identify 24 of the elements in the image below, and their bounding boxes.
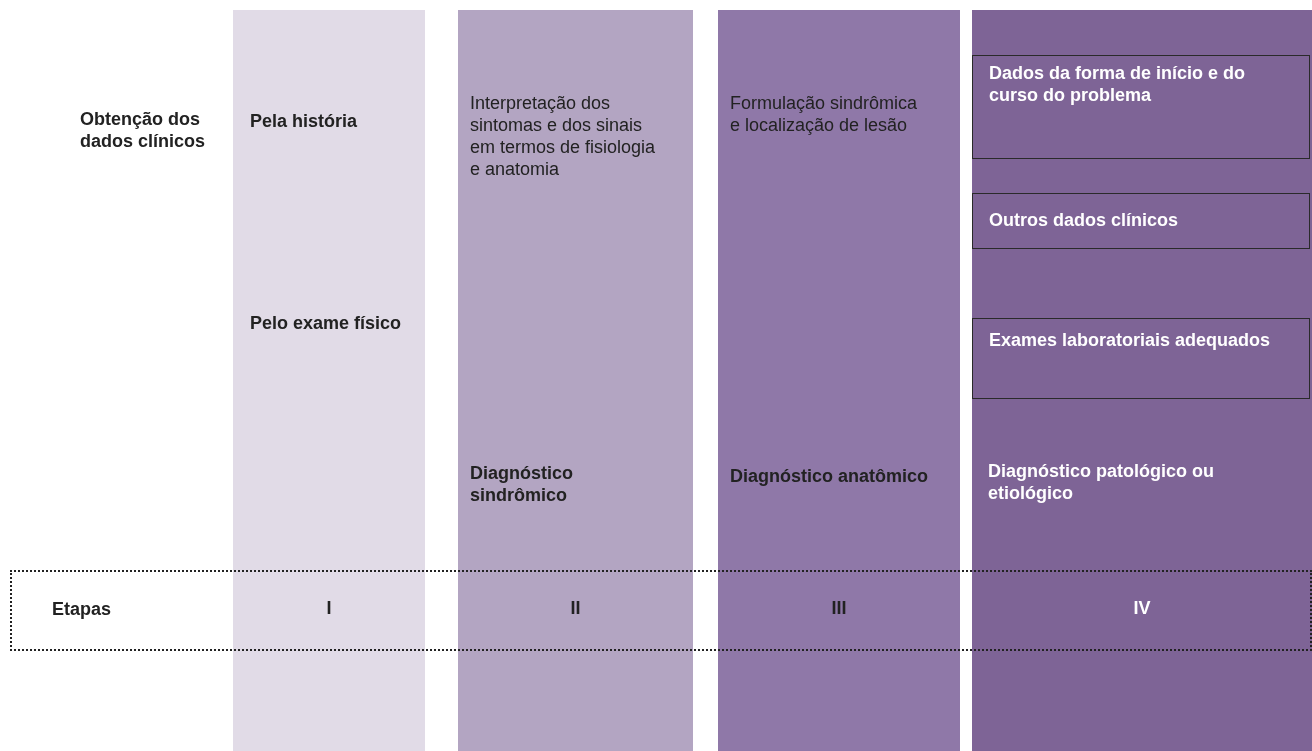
box-text: Dados da forma de início e do curso do problema xyxy=(989,62,1247,106)
info-box xyxy=(972,55,1310,159)
stages-row-frame xyxy=(10,570,1312,651)
stage-column xyxy=(233,10,425,751)
description-text: Formulação sindrômica e localização de lesão xyxy=(730,92,919,136)
stage-column xyxy=(972,10,1312,751)
finding-text: Pelo exame físico xyxy=(250,312,403,334)
description-text: Interpretação dos sintomas e dos sinais em termos de fisiologia e anatomia xyxy=(470,92,657,180)
stage-number: II xyxy=(569,597,582,619)
stage-number: I xyxy=(325,597,333,619)
stage-column xyxy=(458,10,693,751)
stage-number: III xyxy=(830,597,848,619)
diagnosis-text: Diagnóstico anatômico xyxy=(730,465,930,487)
box-text: Exames laboratoriais adequados xyxy=(989,329,1272,351)
info-box xyxy=(972,193,1310,249)
finding-text: Pela história xyxy=(250,110,359,132)
stage-column xyxy=(718,10,960,751)
info-box xyxy=(972,318,1310,399)
row-heading: Obtenção dos dados clínicos xyxy=(80,108,207,152)
diagnosis-text: Diagnóstico sindrômico xyxy=(470,462,574,506)
diagnosis-text: Diagnóstico patológico ou etiológico xyxy=(988,460,1215,504)
box-text: Outros dados clínicos xyxy=(989,209,1180,231)
row-heading: Etapas xyxy=(52,598,113,620)
stage-number: IV xyxy=(1132,597,1152,619)
